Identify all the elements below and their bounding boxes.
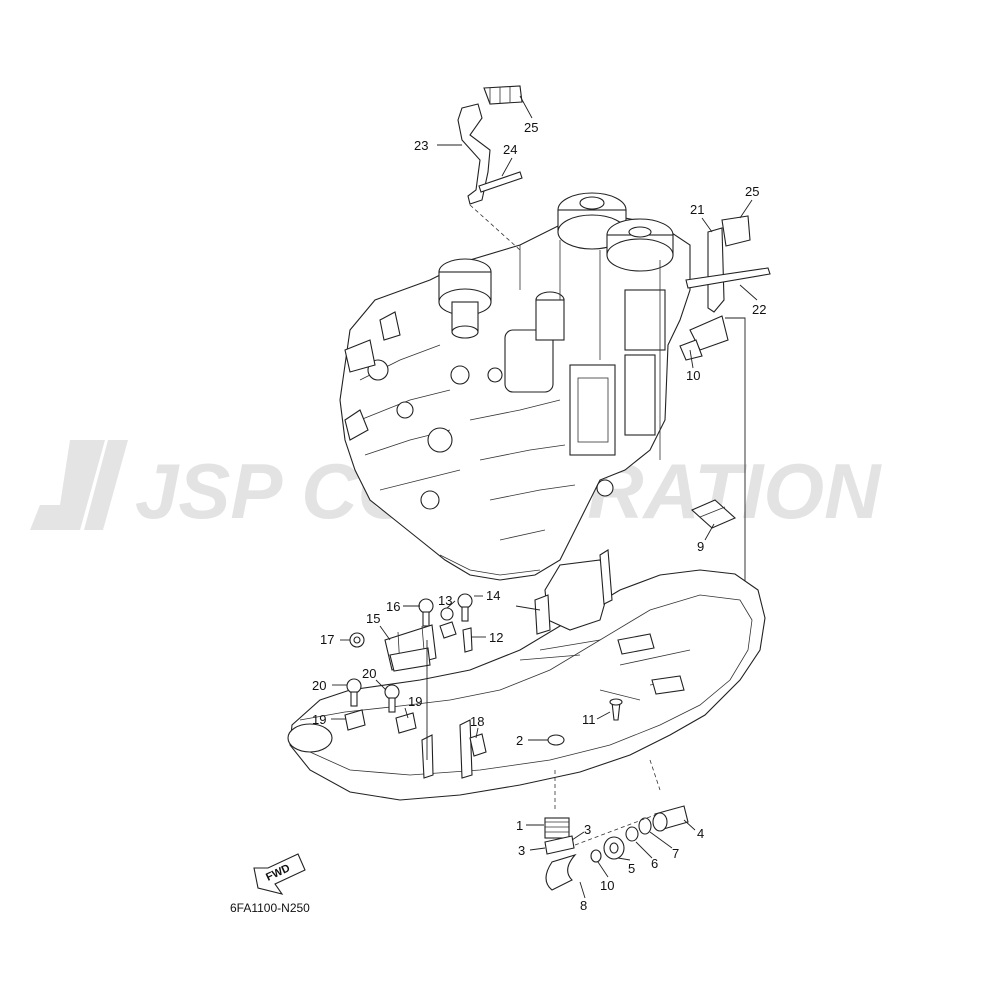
callout-12: 12	[489, 630, 503, 645]
callout-10: 10	[686, 368, 700, 383]
callout-16: 16	[386, 599, 400, 614]
callout-9: 9	[697, 539, 704, 554]
callout-5: 5	[628, 861, 635, 876]
callout-11: 11	[582, 712, 596, 727]
callout-18: 18	[470, 714, 484, 729]
callout-8: 8	[580, 898, 587, 913]
callout-25: 25	[745, 184, 759, 199]
callout-24: 24	[503, 142, 517, 157]
callout-4: 4	[697, 826, 704, 841]
callout-19: 19	[408, 694, 422, 709]
upper-harness-bracket	[457, 85, 523, 251]
callout-20: 20	[362, 666, 376, 681]
callout-25: 25	[524, 120, 538, 135]
callout-6: 6	[651, 856, 658, 871]
callout-21: 21	[690, 202, 704, 217]
callout-2: 2	[516, 733, 523, 748]
forward-direction-indicator: FWD	[253, 853, 306, 895]
callout-3: 3	[584, 822, 591, 837]
callout-labels: 25 23 24 25 21 22 10 9 16 13 14 15 17 12…	[312, 120, 766, 913]
cable-grommet-assembly	[544, 805, 689, 891]
callout-3: 3	[518, 843, 525, 858]
callout-leaders	[331, 95, 758, 899]
callout-14: 14	[486, 588, 500, 603]
callout-20: 20	[312, 678, 326, 693]
fwd-arrow-icon	[253, 853, 306, 895]
callout-19: 19	[312, 712, 326, 727]
callout-7: 7	[672, 846, 679, 861]
bottom-cowling	[287, 549, 766, 810]
callout-1: 1	[516, 818, 523, 833]
callout-23: 23	[414, 138, 428, 153]
callout-13: 13	[438, 593, 452, 608]
callout-22: 22	[752, 302, 766, 317]
callout-15: 15	[366, 611, 380, 626]
callout-17: 17	[320, 632, 334, 647]
diagram-code: 6FA1100-N250	[230, 901, 310, 915]
side-harness-bracket	[559, 215, 771, 741]
powerhead-engine	[339, 192, 691, 581]
callout-10: 10	[600, 878, 614, 893]
